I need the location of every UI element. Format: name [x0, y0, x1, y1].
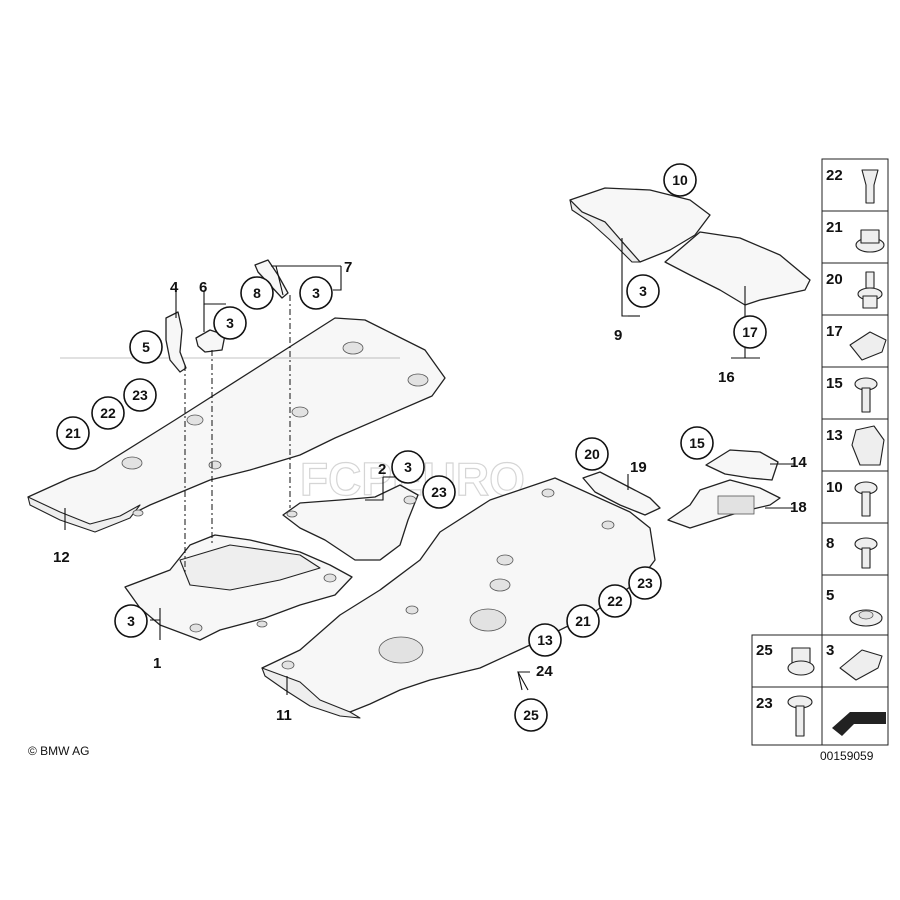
part-6-clip — [195, 329, 226, 353]
callout-9: 9 — [614, 327, 622, 344]
callout-24: 24 — [536, 663, 553, 680]
fastener-legend: 22 21 20 17 15 13 10 8 5 25 — [751, 158, 889, 746]
callout-circle-20: 20 — [575, 437, 609, 471]
part-12-underbody-panel — [27, 317, 446, 533]
part-19-strip — [582, 471, 661, 516]
svg-text:8: 8 — [253, 285, 261, 301]
callout-circle-3-bracket2: 3 — [391, 450, 425, 484]
callout-circle-15: 15 — [680, 426, 714, 460]
callout-circle-25: 25 — [514, 698, 548, 732]
legend-label-3: 3 — [826, 642, 834, 659]
svg-text:3: 3 — [226, 315, 234, 331]
svg-text:22: 22 — [100, 405, 116, 421]
washer-nut-icon — [849, 609, 883, 627]
svg-text:23: 23 — [431, 484, 447, 500]
callout-1: 1 — [153, 655, 161, 672]
clip-nut-icon — [851, 425, 885, 466]
svg-text:25: 25 — [523, 707, 539, 723]
callout-6: 6 — [199, 279, 207, 296]
callout-circle-10: 10 — [663, 163, 697, 197]
legend-label-15: 15 — [826, 375, 843, 392]
callout-circle-3-bracket7: 3 — [299, 276, 333, 310]
callout-circle-23-mid: 23 — [422, 475, 456, 509]
assembly-lines — [184, 295, 291, 572]
svg-text:20: 20 — [584, 446, 600, 462]
collar-nut-icon — [787, 647, 815, 676]
callout-circle-5: 5 — [129, 330, 163, 364]
callout-19: 19 — [630, 459, 647, 476]
callout-circle-3-part1: 3 — [114, 604, 148, 638]
circled-callouts: 5 3 8 3 23 22 21 3 23 3 10 3 17 15 20 23… — [56, 163, 767, 732]
callout-circle-21-right: 21 — [566, 604, 600, 638]
part-2-bracket — [282, 484, 419, 561]
callout-2: 2 — [378, 461, 386, 478]
svg-text:13: 13 — [537, 632, 553, 648]
hex-bolt-icon — [854, 377, 878, 413]
legend-label-20: 20 — [826, 271, 843, 288]
svg-text:21: 21 — [575, 613, 591, 629]
legend-label-8: 8 — [826, 535, 834, 552]
legend-label-17: 17 — [826, 323, 843, 340]
legend-label-25: 25 — [756, 642, 773, 659]
callout-circle-23-right: 23 — [628, 566, 662, 600]
flange-bolt-icon — [854, 481, 878, 517]
copyright-text: © BMW AG — [28, 744, 90, 758]
callout-circle-21-left: 21 — [56, 416, 90, 450]
callout-11: 11 — [276, 707, 292, 724]
diagram-number: 00159059 — [820, 749, 874, 763]
svg-text:15: 15 — [689, 435, 705, 451]
svg-text:3: 3 — [639, 283, 647, 299]
text-callouts: 4 6 7 2 1 12 11 9 16 14 18 19 24 — [53, 259, 807, 724]
svg-text:10: 10 — [672, 172, 688, 188]
callout-4: 4 — [170, 279, 179, 296]
callout-circle-17: 17 — [733, 315, 767, 349]
svg-text:21: 21 — [65, 425, 81, 441]
part-14-plate — [705, 449, 779, 481]
svg-text:3: 3 — [404, 459, 412, 475]
callout-circle-8: 8 — [240, 276, 274, 310]
callout-7: 7 — [344, 259, 352, 276]
svg-text:3: 3 — [312, 285, 320, 301]
legend-label-13: 13 — [826, 427, 843, 444]
stud-icon — [857, 271, 883, 309]
svg-text:3: 3 — [127, 613, 135, 629]
part-1-panel — [124, 534, 353, 641]
part-18-bracket — [667, 479, 781, 529]
spring-nut-icon — [849, 331, 887, 361]
callout-12: 12 — [53, 549, 70, 566]
short-bolt-icon — [854, 537, 878, 569]
self-tapping-screw-icon — [787, 695, 813, 737]
direction-arrow-icon — [832, 712, 886, 736]
svg-text:17: 17 — [742, 324, 758, 340]
callout-circle-3-part9: 3 — [626, 274, 660, 308]
callout-circle-22-left: 22 — [91, 396, 125, 430]
push-clip-icon — [861, 169, 879, 204]
callout-circle-13: 13 — [528, 623, 562, 657]
svg-text:5: 5 — [142, 339, 150, 355]
callout-14: 14 — [790, 454, 807, 471]
legend-label-23: 23 — [756, 695, 773, 712]
legend-label-22: 22 — [826, 167, 843, 184]
callout-16: 16 — [718, 369, 735, 386]
svg-text:23: 23 — [132, 387, 148, 403]
speed-nut-icon — [839, 649, 883, 681]
legend-label-5: 5 — [826, 587, 834, 604]
legend-label-21: 21 — [826, 219, 843, 236]
callout-circle-3-bracket6: 3 — [213, 306, 247, 340]
svg-text:23: 23 — [637, 575, 653, 591]
part-7-bracket — [254, 259, 289, 299]
nut-icon — [855, 229, 885, 253]
part-4-bracket — [165, 311, 187, 373]
callout-circle-23-left: 23 — [123, 378, 157, 412]
callout-18: 18 — [790, 499, 807, 516]
callout-circle-22-right: 22 — [598, 584, 632, 618]
svg-text:22: 22 — [607, 593, 623, 609]
legend-label-10: 10 — [826, 479, 843, 496]
part-16-rear-cover — [664, 231, 811, 306]
